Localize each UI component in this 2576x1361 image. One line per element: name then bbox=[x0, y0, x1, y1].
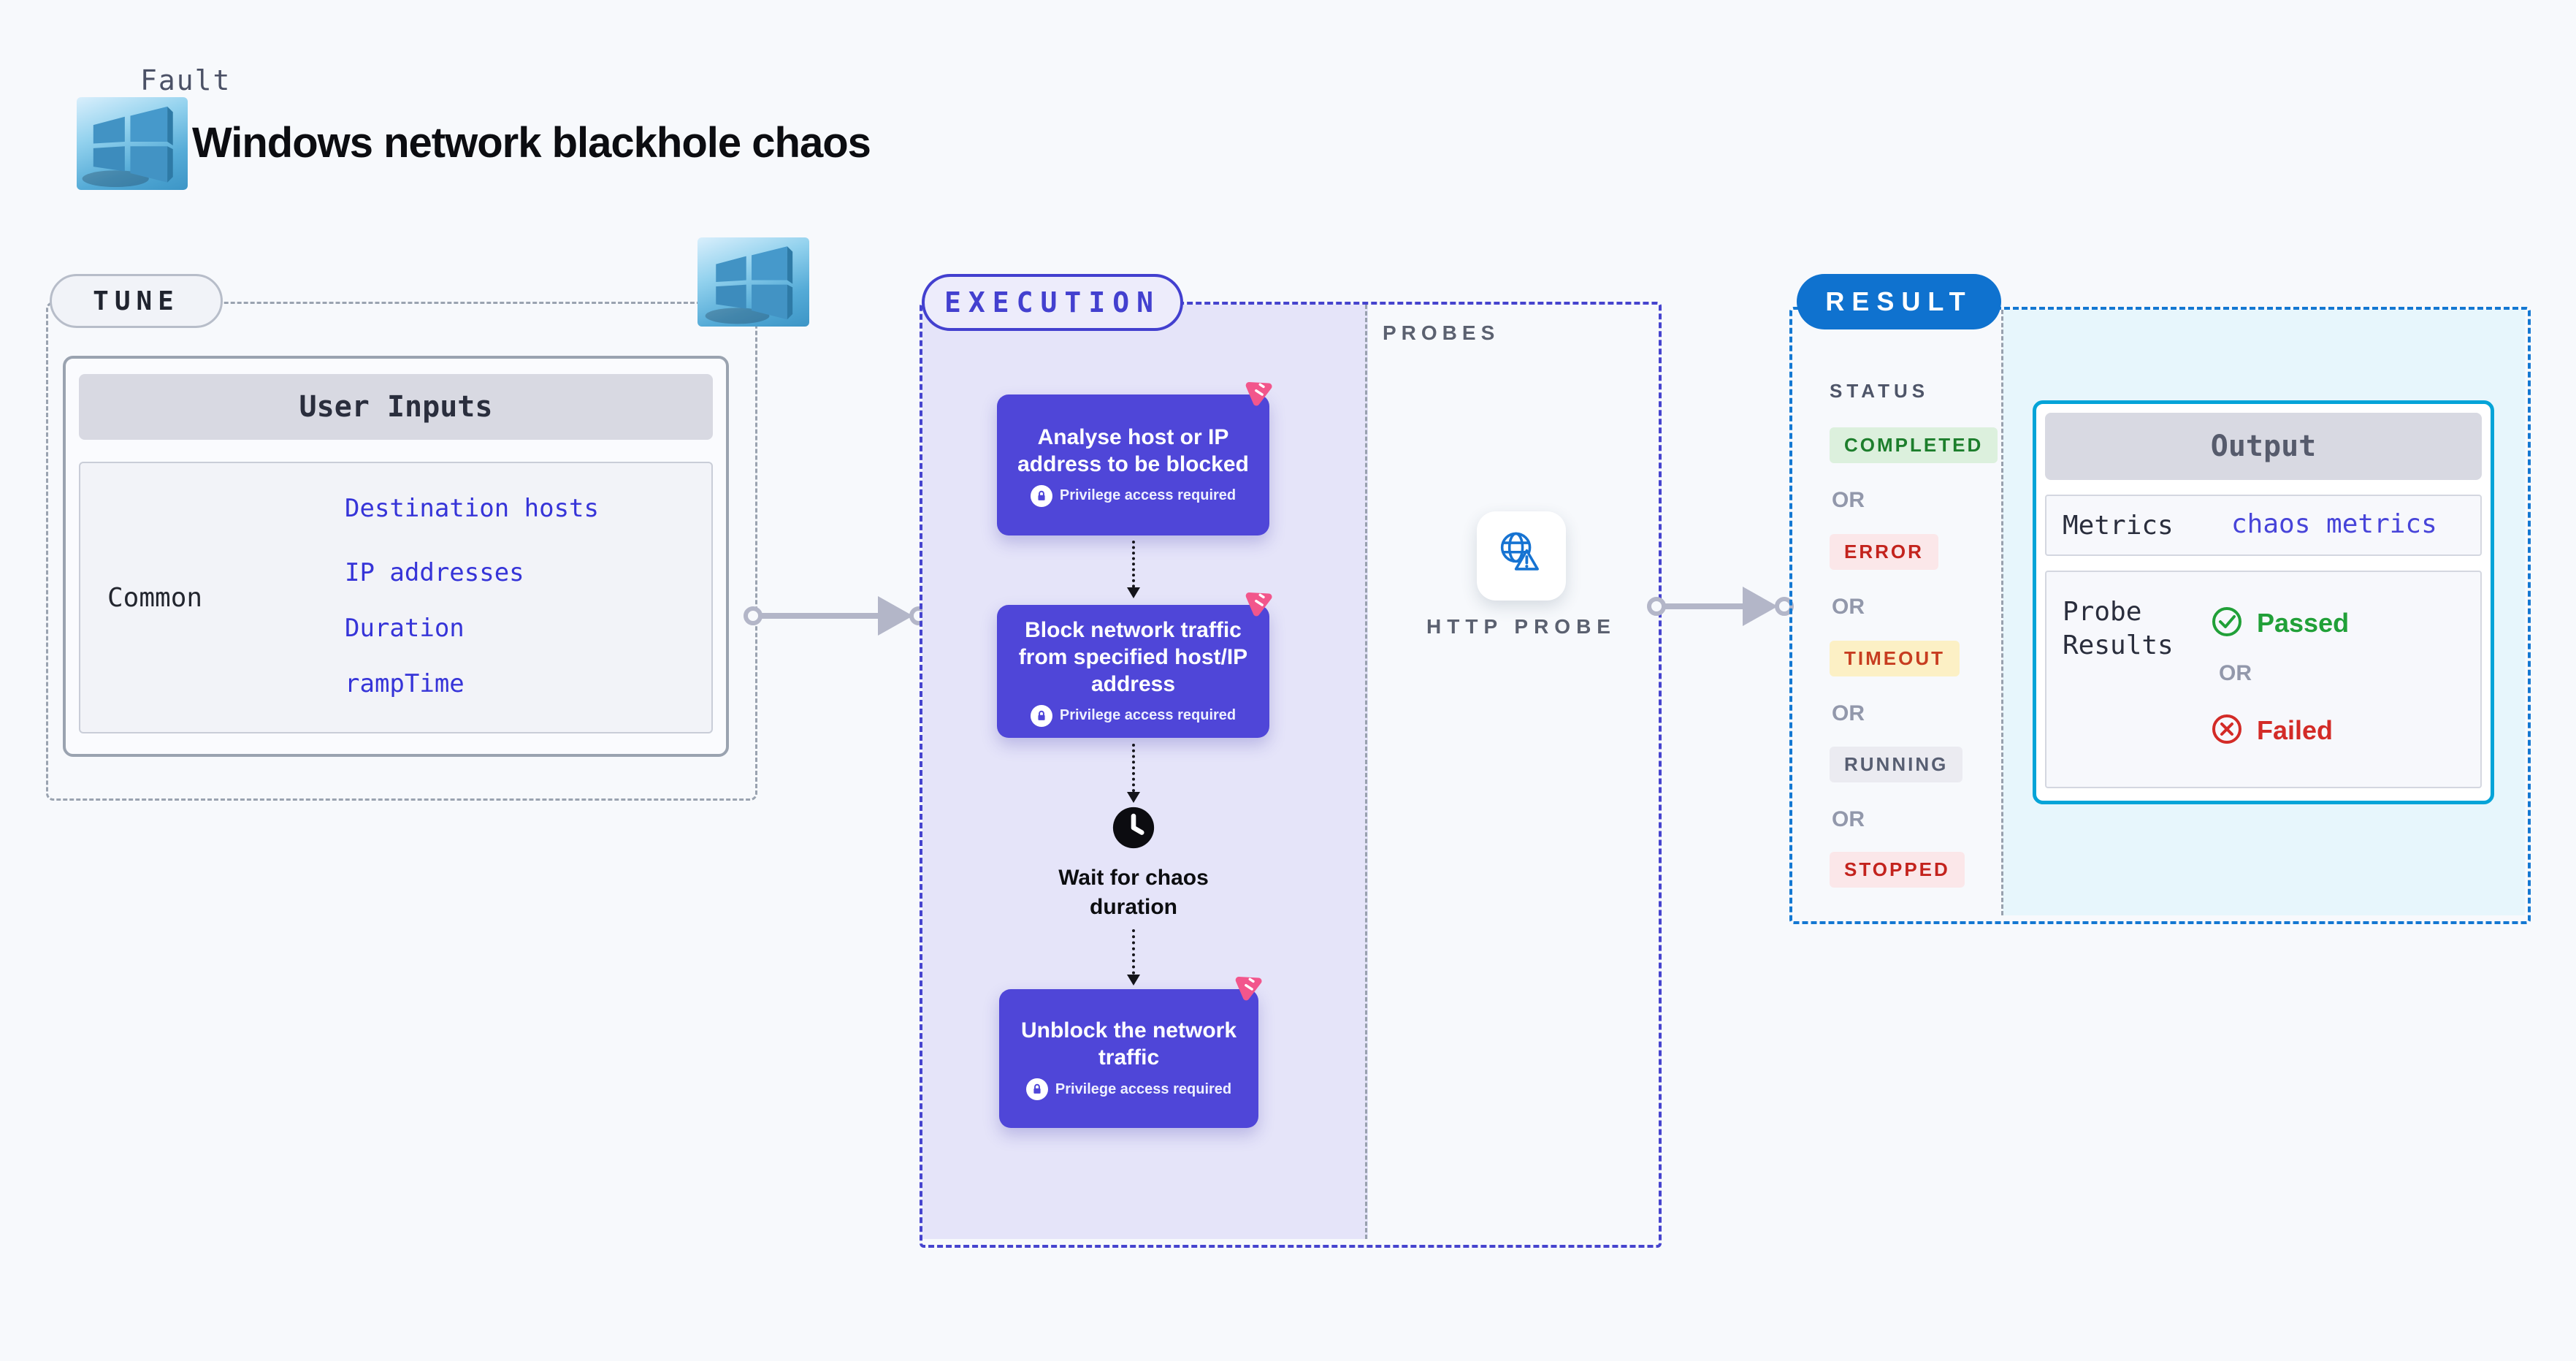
probes-divider bbox=[1365, 305, 1367, 1239]
execution-section-label: EXECUTION bbox=[922, 274, 1183, 331]
http-probe-label: HTTP PROBE bbox=[1426, 615, 1616, 638]
link-ip-addresses[interactable]: IP addresses bbox=[345, 558, 524, 587]
x-circle-icon bbox=[2210, 712, 2244, 746]
probes-section-label: PROBES bbox=[1383, 321, 1500, 344]
status-heading: STATUS bbox=[1830, 380, 1930, 402]
windows-logo-icon bbox=[77, 97, 188, 190]
status-badge-stopped: STOPPED bbox=[1830, 852, 1965, 888]
flow-arrow bbox=[1127, 744, 1140, 803]
page-title: Windows network blackhole chaos bbox=[192, 119, 871, 167]
or-separator: OR bbox=[1832, 595, 1865, 619]
input-row-label: Common bbox=[107, 583, 203, 613]
probe-results-label: Probe Results bbox=[2063, 597, 2174, 660]
step-analyse-host: Analyse host or IP address to be blocked… bbox=[997, 394, 1269, 535]
or-separator: OR bbox=[1832, 488, 1865, 512]
fault-kicker: Fault bbox=[140, 64, 232, 96]
connector-endpoint bbox=[1647, 597, 1666, 616]
status-badge-timeout: TIMEOUT bbox=[1830, 641, 1960, 676]
connector-execution-result bbox=[1656, 603, 1746, 609]
chaos-pinwheel-icon bbox=[1242, 584, 1275, 618]
tune-section bbox=[46, 302, 757, 801]
link-ramptime[interactable]: rampTime bbox=[345, 669, 465, 698]
metrics-row bbox=[2045, 495, 2482, 556]
connector-endpoint bbox=[744, 606, 763, 625]
lock-icon bbox=[1030, 484, 1052, 507]
status-badge-completed: COMPLETED bbox=[1830, 427, 1998, 463]
step-unblock-traffic: Unblock the network traffic Privilege ac… bbox=[999, 989, 1258, 1128]
windows-logo-icon bbox=[697, 237, 809, 327]
chaos-pinwheel-icon bbox=[1242, 374, 1275, 408]
step-title: Unblock the network traffic bbox=[1020, 1018, 1237, 1070]
or-separator: OR bbox=[1832, 701, 1865, 725]
user-inputs-header: User Inputs bbox=[79, 374, 713, 440]
globe-warning-icon bbox=[1500, 532, 1539, 571]
check-circle-icon bbox=[2210, 605, 2244, 638]
connector-arrowhead bbox=[1743, 587, 1797, 626]
result-section-label: RESULT bbox=[1797, 274, 2001, 329]
output-header: Output bbox=[2045, 413, 2482, 480]
result-divider bbox=[2001, 310, 2003, 915]
privilege-badge: Privilege access required bbox=[1059, 487, 1237, 503]
failed-label: Failed bbox=[2257, 715, 2334, 745]
step-title: Analyse host or IP address to be blocked bbox=[1017, 424, 1249, 476]
link-destination-hosts[interactable]: Destination hosts bbox=[345, 494, 599, 523]
link-duration[interactable]: Duration bbox=[345, 614, 465, 643]
metrics-label: Metrics bbox=[2063, 511, 2174, 541]
lock-icon bbox=[1025, 1078, 1048, 1100]
tune-section-label: TUNE bbox=[50, 274, 223, 328]
privilege-badge: Privilege access required bbox=[1059, 707, 1237, 723]
probe-results-row bbox=[2045, 571, 2482, 788]
connector-tune-execution bbox=[753, 613, 882, 619]
connector-arrowhead bbox=[878, 596, 933, 636]
passed-label: Passed bbox=[2257, 608, 2350, 638]
http-probe-card bbox=[1477, 511, 1566, 601]
flow-arrow bbox=[1127, 929, 1140, 986]
lock-icon bbox=[1030, 704, 1052, 727]
step-block-traffic: Block network traffic from specified hos… bbox=[997, 605, 1269, 738]
step-title: Block network traffic from specified hos… bbox=[1018, 617, 1248, 696]
chaos-pinwheel-icon bbox=[1231, 969, 1265, 1002]
status-badge-running: RUNNING bbox=[1830, 747, 1963, 782]
or-separator: OR bbox=[2219, 661, 2252, 685]
or-separator: OR bbox=[1832, 807, 1865, 831]
wait-step-label: Wait for chaos duration bbox=[1058, 866, 1209, 919]
status-badge-error: ERROR bbox=[1830, 534, 1938, 570]
clock-icon bbox=[1112, 806, 1155, 850]
privilege-badge: Privilege access required bbox=[1055, 1080, 1232, 1097]
user-inputs-body bbox=[79, 462, 713, 733]
flow-arrow bbox=[1127, 541, 1140, 598]
chaos-metrics-link[interactable]: chaos metrics bbox=[2231, 509, 2437, 539]
